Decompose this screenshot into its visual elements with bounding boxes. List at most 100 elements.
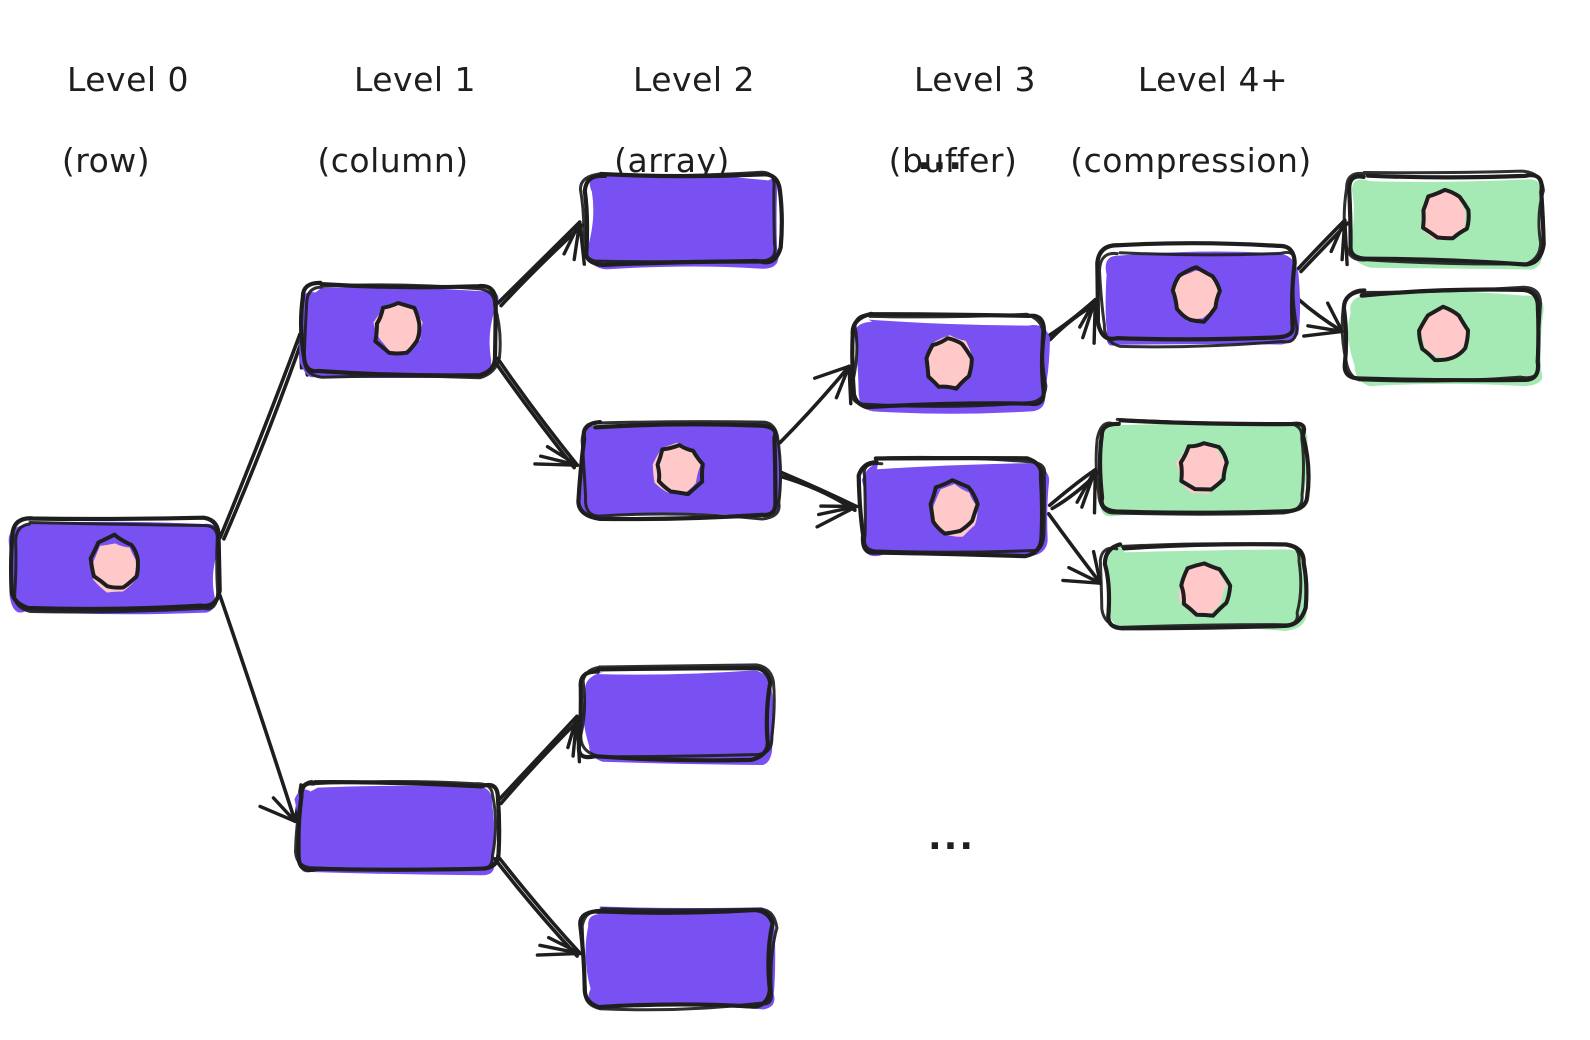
edge-arrowhead xyxy=(1329,218,1347,254)
column-header-title: Level 3 xyxy=(913,60,1037,100)
node-dot-fill xyxy=(93,543,138,593)
node-compression-1[interactable] xyxy=(1095,241,1301,349)
node-compression-3[interactable] xyxy=(1340,285,1544,387)
node-outline xyxy=(576,420,778,522)
node-dot-fill xyxy=(927,335,973,388)
node-dot-fill xyxy=(1178,562,1227,615)
node-dot-fill xyxy=(932,484,978,537)
node-array-a1[interactable] xyxy=(578,170,784,270)
node-column-a[interactable] xyxy=(298,280,502,380)
edge-arrowhead xyxy=(271,796,297,823)
node-fill xyxy=(294,785,495,876)
node-dot-outline xyxy=(924,336,974,391)
node-row[interactable] xyxy=(8,515,222,615)
column-header-title: Level 1 xyxy=(353,60,477,100)
edge-line xyxy=(496,220,582,305)
edge-buffer-1-to-compression-1 xyxy=(1045,297,1100,345)
edge-column-b-to-array-b1 xyxy=(496,714,582,806)
node-column-b[interactable] xyxy=(294,779,502,876)
node-outline xyxy=(13,521,220,614)
edge-arrowhead xyxy=(1302,329,1344,338)
edge-buffer-2-to-compression-4 xyxy=(1047,467,1100,515)
column-header-level3: Level 3 (buffer) xyxy=(847,20,1059,262)
node-outline xyxy=(578,170,777,264)
node-dot-fill xyxy=(1421,188,1466,241)
node-outline xyxy=(302,283,502,380)
edge-array-a2-to-buffer-1 xyxy=(778,364,853,445)
node-buffer-1[interactable] xyxy=(849,311,1050,414)
node-outline xyxy=(1342,169,1545,266)
node-dot-outline xyxy=(1178,441,1229,492)
column-header-level4: Level 4+ (compression) xyxy=(1065,20,1317,262)
node-outline xyxy=(580,907,779,1012)
column-header-title: Level 0 xyxy=(66,60,190,100)
node-fill xyxy=(582,670,775,765)
node-outline xyxy=(8,515,222,612)
edge-line xyxy=(1296,218,1347,271)
node-buffer-2[interactable] xyxy=(856,455,1050,559)
node-outline xyxy=(1098,542,1303,629)
edge-arrowhead xyxy=(817,504,859,517)
edge-array-a2-to-buffer-2 xyxy=(778,470,859,529)
node-outline xyxy=(1095,241,1297,342)
edge-arrowhead xyxy=(1326,301,1344,334)
edge-line xyxy=(778,364,851,445)
node-dot-fill xyxy=(1175,442,1227,495)
edge-arrowhead xyxy=(847,364,853,406)
column-header-level1: Level 1 (column) xyxy=(287,20,499,262)
node-array-a2[interactable] xyxy=(576,420,783,522)
edge-arrowhead xyxy=(834,364,851,400)
edge-row-to-column-b xyxy=(218,593,303,824)
edge-arrowhead xyxy=(1092,468,1097,515)
edge-line xyxy=(495,356,580,467)
node-dot-outline xyxy=(655,443,705,497)
node-dot-outline xyxy=(1170,265,1222,324)
node-dot-outline xyxy=(88,532,140,590)
node-dot-outline xyxy=(928,478,980,536)
node-compression-2[interactable] xyxy=(1342,169,1546,270)
column-header-subtitle: (buffer) xyxy=(888,140,1018,180)
node-outline xyxy=(849,312,1048,408)
ellipsis-top-marker: ... xyxy=(917,137,965,178)
node-outline xyxy=(1094,417,1305,516)
edge-line xyxy=(496,854,582,956)
node-outline xyxy=(1341,287,1541,383)
node-dot-outline xyxy=(373,301,422,356)
node-outline xyxy=(580,420,783,521)
edge-line xyxy=(496,714,579,803)
edge-line xyxy=(499,717,582,806)
edge-line xyxy=(499,223,585,308)
edge-arrowhead xyxy=(258,804,297,823)
edge-arrowhead xyxy=(533,462,580,467)
edge-arrowhead xyxy=(1091,549,1103,585)
edge-column-b-to-array-b2 xyxy=(493,854,582,958)
edge-arrowhead xyxy=(1081,298,1097,340)
edge-arrowhead xyxy=(535,951,582,957)
column-header-title: Level 4+ xyxy=(1137,60,1289,100)
edge-line xyxy=(1046,511,1103,585)
edge-arrowhead xyxy=(1092,298,1097,345)
node-dot-fill xyxy=(373,303,423,353)
edge-arrowhead xyxy=(1080,468,1097,509)
node-outline xyxy=(862,455,1047,554)
edge-line xyxy=(493,857,579,958)
node-outline xyxy=(856,456,1045,559)
edge-line xyxy=(492,359,576,470)
ellipsis-bottom-marker: ... xyxy=(928,817,976,858)
node-compression-4[interactable] xyxy=(1094,417,1311,517)
node-array-b1[interactable] xyxy=(576,663,776,765)
nodes-layer xyxy=(8,169,1546,1012)
edge-arrowhead xyxy=(1061,578,1103,585)
node-array-b2[interactable] xyxy=(578,906,779,1012)
edge-line xyxy=(222,334,306,541)
column-header-subtitle: (row) xyxy=(61,140,151,180)
node-outline xyxy=(576,665,773,763)
node-compression-5[interactable] xyxy=(1098,542,1309,631)
edge-column-a-to-array-a2 xyxy=(492,356,580,470)
edge-compression-1-to-green-top xyxy=(1296,218,1350,274)
node-dot-outline xyxy=(1179,561,1233,618)
node-dot-outline xyxy=(1421,187,1471,241)
column-header-level0: Level 0 (row) xyxy=(0,20,212,262)
